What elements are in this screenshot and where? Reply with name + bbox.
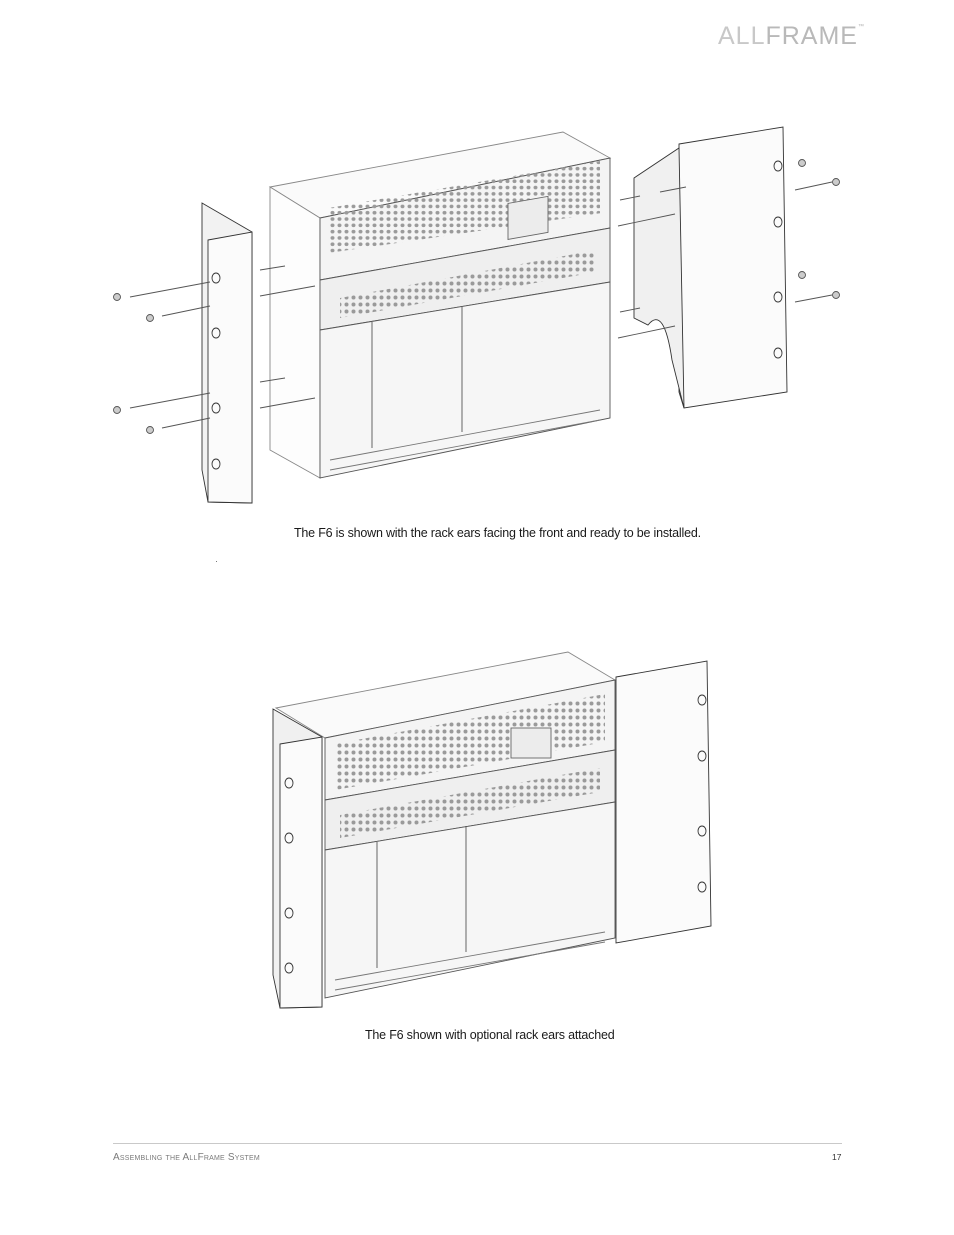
page-number: 17: [832, 1152, 842, 1162]
figure-assembled-rack-ears: [272, 651, 712, 1009]
figure-2-caption: The F6 shown with optional rack ears att…: [365, 1028, 615, 1042]
allframe-logo: ALLFRAME™: [718, 24, 865, 49]
figure-1-caption: The F6 is shown with the rack ears facin…: [294, 526, 701, 540]
logo-trademark: ™: [857, 24, 865, 30]
figure-exploded-rack-ears: [113, 126, 840, 504]
stray-mark: [216, 561, 217, 562]
footer-divider: [113, 1143, 842, 1144]
logo-main: FRAME: [765, 22, 858, 50]
logo-prefix: ALL: [718, 22, 766, 50]
footer-section-title: Assembling the AllFrame System: [113, 1152, 260, 1163]
